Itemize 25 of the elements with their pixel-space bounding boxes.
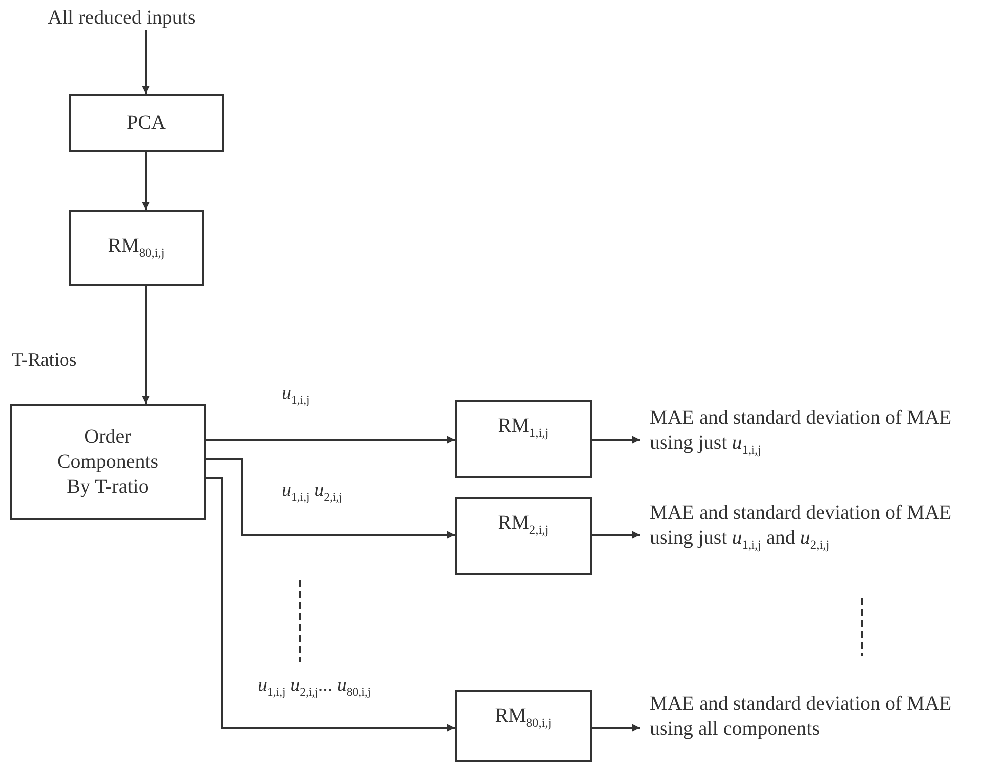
box-label: RM$_{80,i,j}$ [495, 704, 552, 732]
output-description: MAE and standard deviation of MAE using just u$_{1,i,j}$ and u$_{2,i,j}$ [650, 499, 996, 569]
process-box [455, 400, 592, 478]
output-description: All reduced inputs [48, 4, 234, 40]
arrow [592, 531, 640, 539]
box-label: Order Components By T-ratio [56, 424, 160, 500]
process-box [10, 404, 206, 520]
output-description: MAE and standard deviation of MAE using just u$_{1,i,j}$ [650, 404, 996, 474]
box-label: PCA [127, 110, 166, 136]
arrow [142, 30, 150, 94]
arrow [206, 458, 455, 539]
process-box [455, 497, 592, 575]
process-box [69, 94, 224, 152]
box-label: RM$_{2,i,j}$ [498, 511, 549, 538]
arrow [206, 436, 455, 444]
arrow [592, 724, 640, 732]
arrow [142, 152, 150, 210]
process-box [69, 210, 204, 286]
box-label: RM$_{80,i,j}$ [108, 234, 165, 262]
arrow [206, 477, 455, 732]
process-box [455, 690, 592, 762]
arrow [142, 286, 150, 404]
arrow [592, 436, 640, 444]
output-description: MAE and standard deviation of MAE using all components [650, 690, 996, 760]
box-label: RM$_{1,i,j}$ [498, 414, 549, 442]
